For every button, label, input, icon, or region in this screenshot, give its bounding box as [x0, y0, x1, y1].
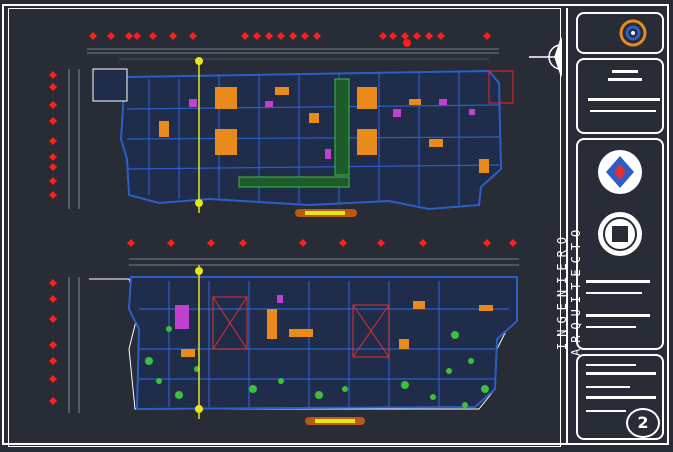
title-bar [612, 70, 638, 73]
title-bar [608, 78, 642, 81]
drawing-area [8, 8, 593, 448]
data-bar [586, 386, 630, 388]
sheet-data-box [576, 354, 664, 440]
lower-axis-markers-left [49, 279, 57, 405]
university-seal-icon [598, 150, 642, 194]
logo-box [576, 12, 664, 54]
info-bar [586, 326, 636, 328]
upper-floor-plan [49, 32, 514, 217]
data-bar [586, 410, 626, 412]
data-bar [586, 396, 656, 399]
title-bar [588, 98, 660, 101]
info-bar [586, 280, 650, 283]
title-bar [590, 110, 656, 112]
north-arrow-icon [529, 36, 593, 78]
data-bar [586, 372, 656, 375]
info-bar [586, 314, 650, 317]
project-title-box [576, 58, 664, 134]
lower-floor-plan [49, 239, 519, 425]
info-bar [586, 292, 642, 294]
seal-box [576, 138, 664, 350]
company-logo-icon [619, 19, 647, 47]
architect-title-vertical: INGENIERO ARQUITECTO [555, 223, 583, 357]
title-block [566, 8, 667, 445]
sheet-number: 2 [626, 408, 660, 438]
cad-plans[interactable] [9, 9, 593, 448]
lower-axis-markers-top [127, 239, 517, 247]
data-bar [586, 364, 636, 366]
upper-axis-markers-top [89, 32, 491, 47]
faculty-seal-icon [598, 212, 642, 256]
upper-axis-markers-left [49, 71, 57, 199]
